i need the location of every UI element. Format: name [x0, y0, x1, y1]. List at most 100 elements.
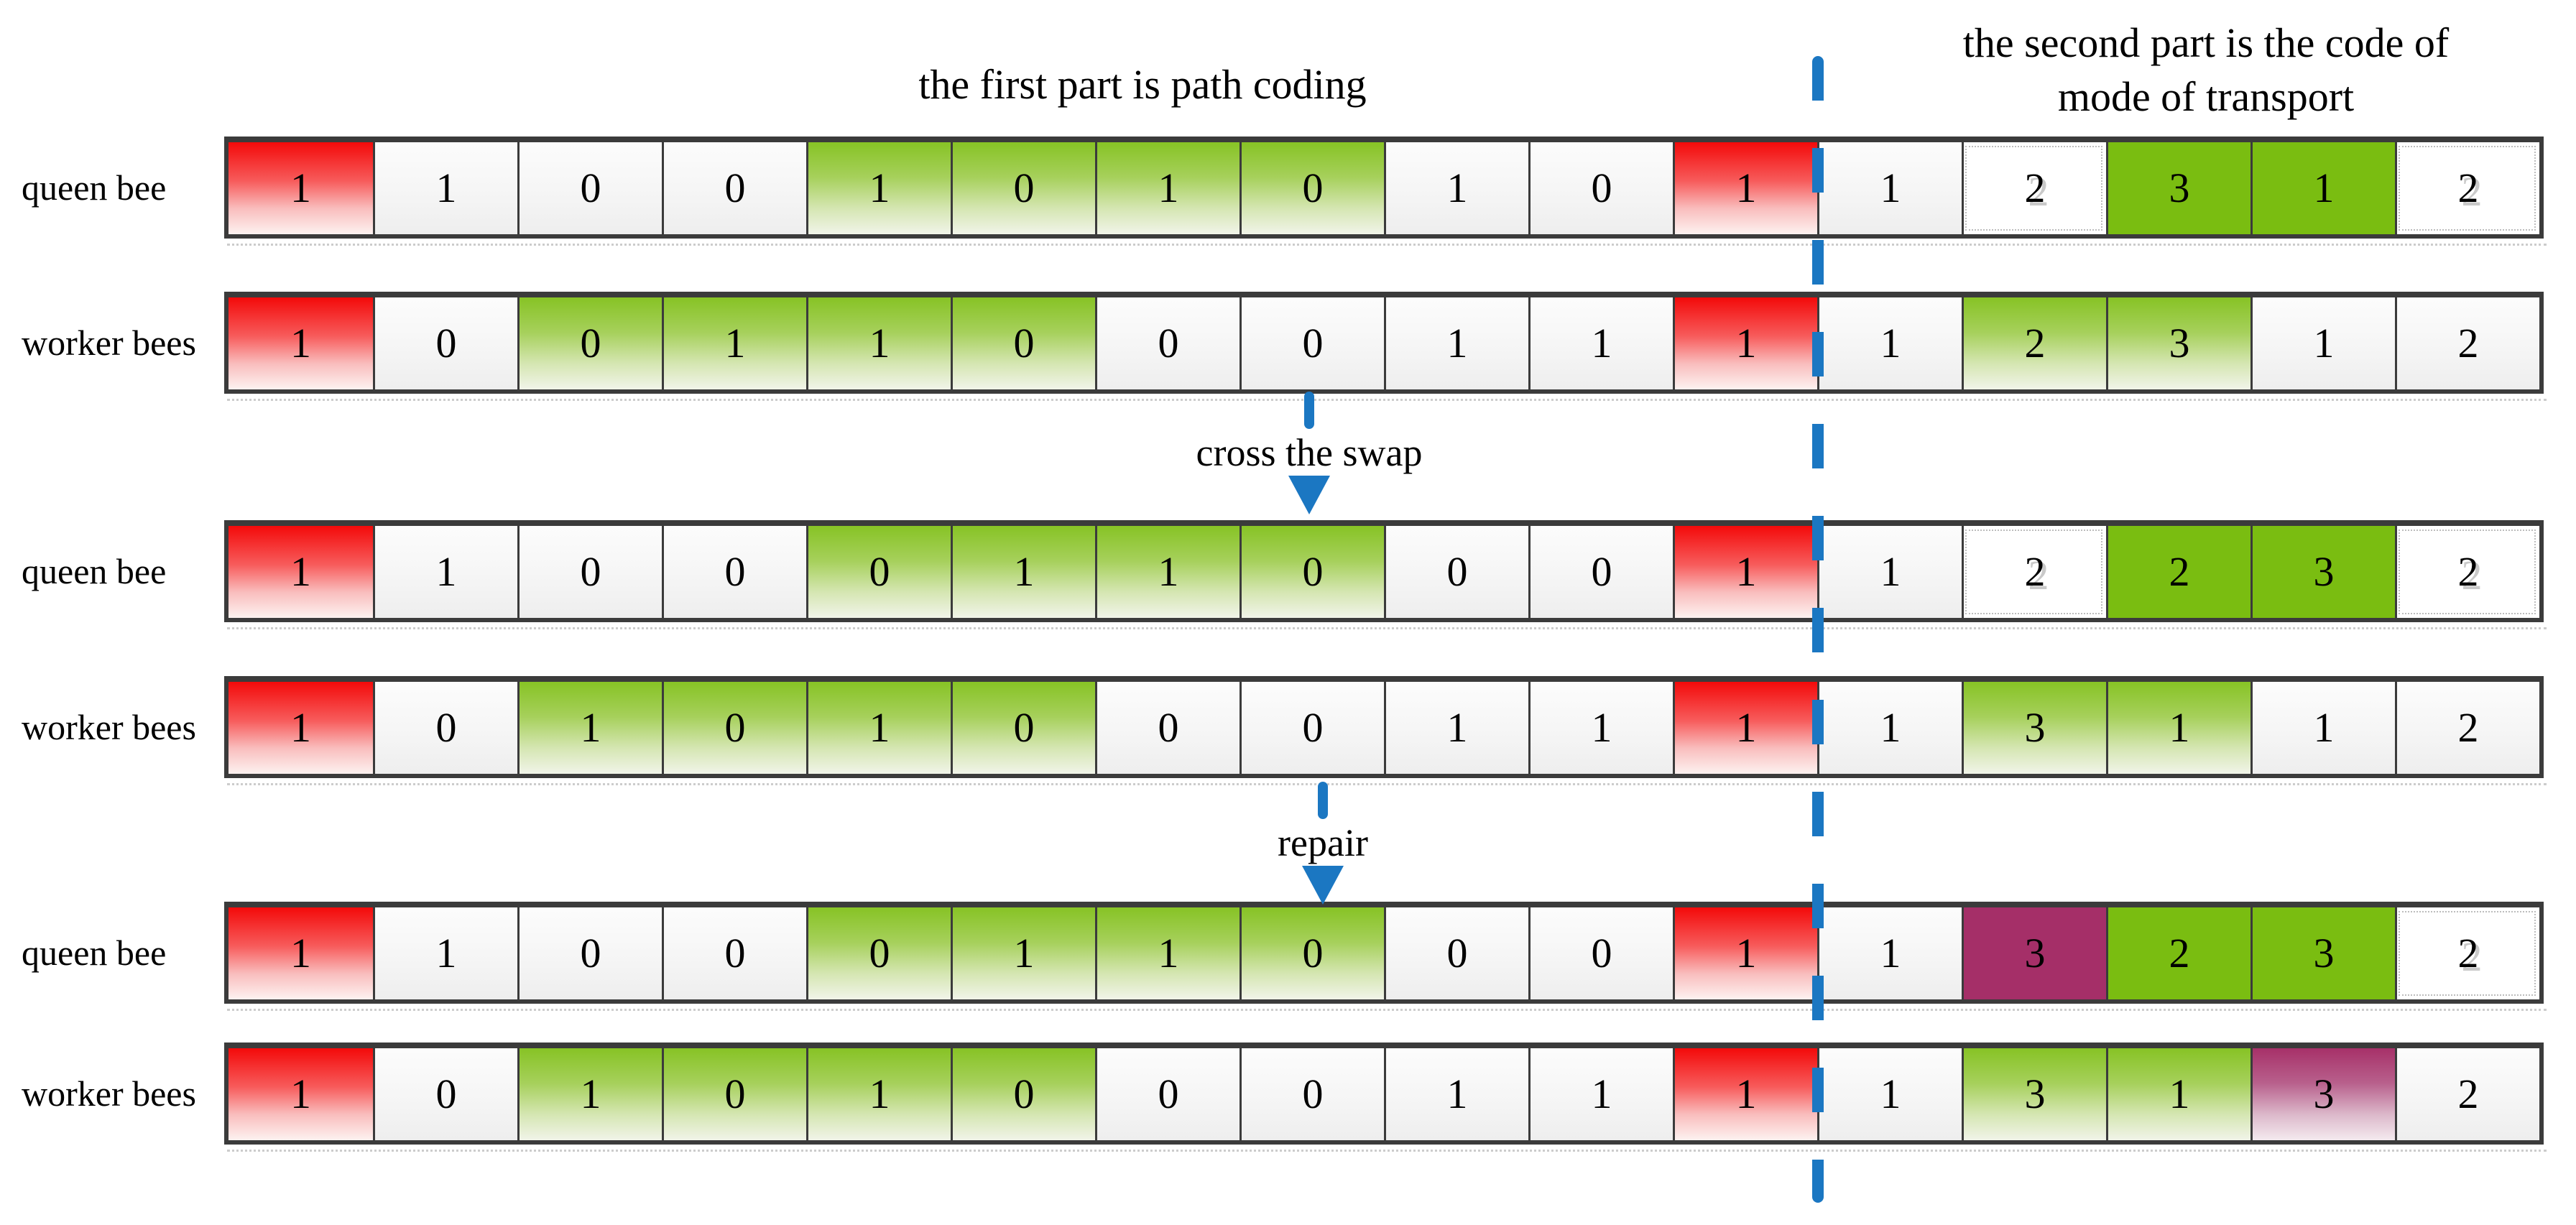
gene-cell: 2 — [2395, 526, 2539, 618]
gene-cell: 1 — [1817, 1048, 1962, 1140]
second-part-title-line1: the second part is the code of — [1962, 19, 2450, 66]
row-label: queen bee — [22, 551, 167, 591]
gene-cell: 1 — [1528, 297, 1673, 389]
gene-cell: 2 — [2395, 142, 2539, 234]
gene-cell: 1 — [1673, 526, 1817, 618]
gene-cell: 1 — [1384, 297, 1528, 389]
gene-cell: 0 — [951, 297, 1095, 389]
gene-cell: 1 — [373, 142, 517, 234]
cross-swap-label: cross the swap — [1196, 431, 1423, 474]
gene-cell: 0 — [1239, 297, 1384, 389]
part-divider-dashed-line — [1812, 56, 1824, 1203]
gene-cell: 1 — [228, 682, 373, 774]
gene-cell: 0 — [1528, 142, 1673, 234]
gene-cell: 0 — [806, 526, 951, 618]
gene-cell: 0 — [806, 907, 951, 999]
gene-cell: 2 — [2106, 526, 2250, 618]
gene-cell: 0 — [1239, 1048, 1384, 1140]
gene-cell: 1 — [1095, 526, 1239, 618]
gene-cell: 1 — [1095, 142, 1239, 234]
gene-cell: 0 — [1095, 1048, 1239, 1140]
gene-cell: 1 — [662, 297, 806, 389]
gene-cell: 2 — [2395, 1048, 2539, 1140]
gene-cell: 0 — [373, 1048, 517, 1140]
gene-cell: 1 — [228, 142, 373, 234]
gene-cell: 0 — [662, 142, 806, 234]
gene-cell: 2 — [2106, 907, 2250, 999]
gene-cell: 1 — [2106, 1048, 2250, 1140]
gene-cell: 0 — [951, 1048, 1095, 1140]
gene-cell: 1 — [517, 1048, 662, 1140]
gene-cell: 1 — [1673, 142, 1817, 234]
gene-cell: 1 — [1673, 297, 1817, 389]
first-part-title: the first part is path coding — [918, 61, 1367, 108]
gene-cell: 0 — [662, 526, 806, 618]
gene-cell: 0 — [662, 1048, 806, 1140]
gene-cell: 2 — [2395, 682, 2539, 774]
gene-cell: 1 — [228, 526, 373, 618]
row-label: worker bees — [22, 323, 196, 363]
cross-swap-annotation: cross the swap — [1148, 392, 1471, 515]
gene-cell: 0 — [1095, 682, 1239, 774]
gene-cell: 1 — [373, 907, 517, 999]
gene-cell: 0 — [1239, 142, 1384, 234]
row-label: queen bee — [22, 167, 167, 208]
gene-cell: 1 — [1817, 682, 1962, 774]
gene-cell: 0 — [1239, 526, 1384, 618]
gene-cell: 0 — [517, 526, 662, 618]
gene-cell: 0 — [951, 682, 1095, 774]
gene-cell: 3 — [2250, 1048, 2395, 1140]
gene-cell: 1 — [1817, 297, 1962, 389]
gene-cell: 1 — [806, 1048, 951, 1140]
gene-cell: 1 — [1673, 682, 1817, 774]
gene-cell: 1 — [228, 1048, 373, 1140]
repair-label: repair — [1278, 821, 1368, 864]
gene-cell: 1 — [228, 297, 373, 389]
gene-cell: 1 — [2250, 297, 2395, 389]
gene-cell: 0 — [662, 907, 806, 999]
gene-cell: 0 — [517, 297, 662, 389]
arrow-down-icon — [1288, 476, 1330, 515]
gene-cell: 2 — [2395, 907, 2539, 999]
gene-cell: 1 — [951, 907, 1095, 999]
gene-cell: 1 — [2250, 682, 2395, 774]
gene-cell: 1 — [2250, 142, 2395, 234]
arrow-down-icon — [1302, 866, 1344, 905]
repair-annotation: repair — [1179, 782, 1467, 905]
gene-cell: 2 — [1962, 526, 2106, 618]
gene-cell: 0 — [1384, 526, 1528, 618]
second-part-title: the second part is the code of mode of t… — [1847, 16, 2565, 124]
gene-cell: 3 — [2250, 526, 2395, 618]
gene-cell: 0 — [517, 907, 662, 999]
gene-cell: 1 — [1384, 1048, 1528, 1140]
gene-cell: 1 — [1384, 682, 1528, 774]
gene-cell: 0 — [1528, 907, 1673, 999]
gene-cell: 3 — [2106, 297, 2250, 389]
gene-cell: 1 — [1817, 526, 1962, 618]
gene-cell: 1 — [1673, 907, 1817, 999]
gene-cell: 0 — [373, 297, 517, 389]
gene-cell: 0 — [1384, 907, 1528, 999]
gene-cell: 0 — [662, 682, 806, 774]
arrow-stem — [1318, 782, 1328, 819]
gene-cell: 3 — [1962, 1048, 2106, 1140]
gene-cell: 0 — [951, 142, 1095, 234]
gene-cell: 1 — [1817, 142, 1962, 234]
gene-cell: 2 — [2395, 297, 2539, 389]
gene-cell: 0 — [1528, 526, 1673, 618]
gene-cell: 0 — [1239, 907, 1384, 999]
gene-cell: 1 — [1817, 907, 1962, 999]
gene-cell: 0 — [373, 682, 517, 774]
gene-cell: 1 — [2106, 682, 2250, 774]
gene-cell: 1 — [1384, 142, 1528, 234]
gene-cell: 1 — [1673, 1048, 1817, 1140]
gene-cell: 2 — [1962, 297, 2106, 389]
gene-cell: 1 — [228, 907, 373, 999]
gene-cell: 2 — [1962, 142, 2106, 234]
